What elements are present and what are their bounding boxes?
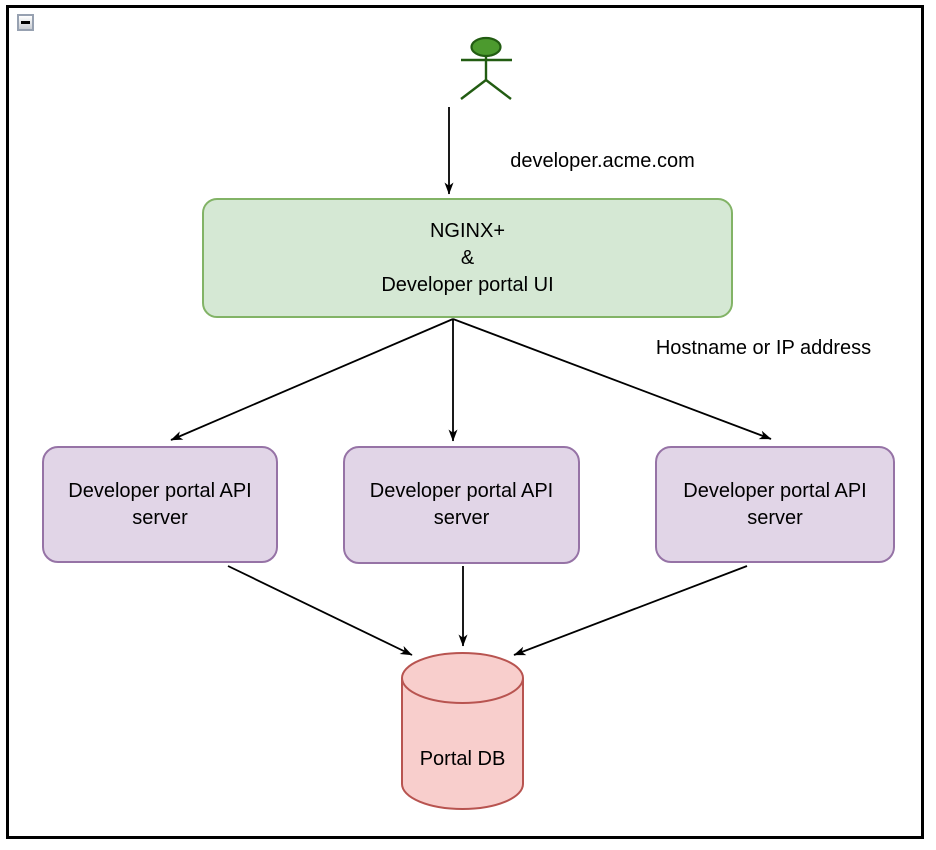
node-portal-db[interactable] (401, 652, 524, 810)
collapse-button[interactable] (17, 14, 34, 31)
edges-group (170, 107, 772, 656)
edge-nginx-to-api3[interactable] (452, 318, 772, 440)
db-cylinder-top-rim (401, 677, 524, 704)
api-server-2-label-line2: server (433, 507, 490, 529)
node-api-server-1[interactable]: Developer portal API server (42, 446, 278, 563)
actor-leg-left (460, 79, 487, 100)
api-server-1-label-line2: server (132, 506, 188, 529)
nginx-label-line2: & (460, 246, 475, 269)
actor-leg-right (485, 79, 512, 100)
edge-label-hostname-or-ip: Hostname or IP address (655, 337, 872, 359)
nginx-label-line3: Developer portal UI (381, 273, 554, 296)
edge-api3-to-db[interactable] (513, 565, 748, 656)
edge-label-developer-url: developer.acme.com (510, 150, 695, 172)
edge-api1-to-db[interactable] (227, 565, 413, 656)
minus-icon (21, 21, 30, 24)
nginx-label-line1: NGINX+ (429, 219, 506, 242)
api-server-3-label-line2: server (747, 506, 803, 529)
api-server-1-label-line1: Developer portal API (68, 479, 252, 502)
node-api-server-3[interactable]: Developer portal API server (655, 446, 895, 563)
node-nginx-portal-ui[interactable]: NGINX+ & Developer portal UI (202, 198, 733, 318)
node-api-server-2[interactable]: Developer portal API server (343, 446, 580, 564)
api-server-3-label-line1: Developer portal API (683, 479, 867, 502)
api-server-2-label-line1: Developer portal API (369, 480, 554, 502)
portal-db-label: Portal DB (419, 748, 506, 770)
user-actor-icon[interactable] (460, 36, 512, 100)
db-cylinder-body (401, 652, 524, 810)
actor-head (470, 36, 502, 58)
edge-nginx-to-api1[interactable] (170, 318, 454, 441)
